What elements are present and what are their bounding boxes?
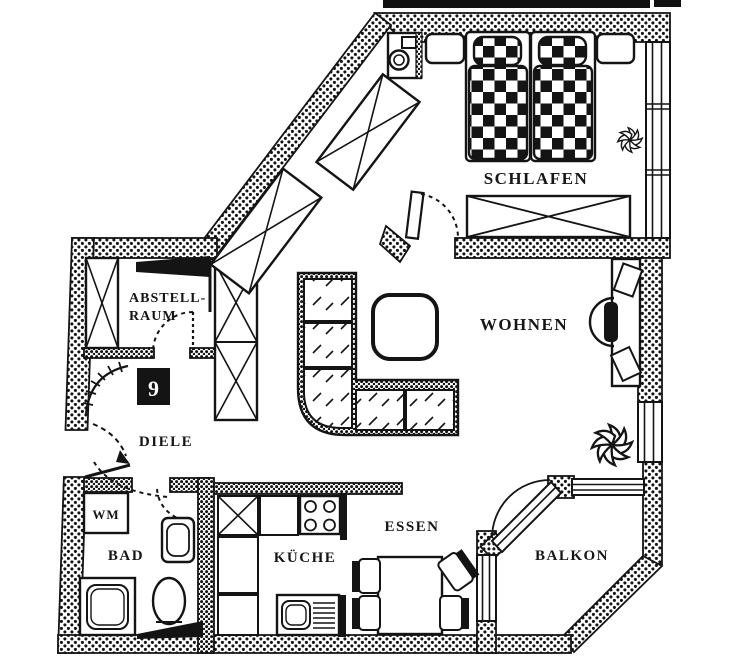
abstellraum-shelf (84, 256, 120, 350)
balcony-left-window (476, 554, 497, 622)
corner-dresser (386, 31, 423, 80)
bedroom-wardrobe (465, 194, 632, 239)
abstellraum-door (152, 311, 195, 352)
desk-chair-seat (604, 302, 618, 342)
kitchen-door-arc (156, 488, 185, 522)
bedroom-bottom-wall (454, 237, 671, 259)
desk (588, 257, 644, 388)
label-diele: DIELE (139, 434, 193, 450)
chair (437, 549, 480, 592)
balcony-right-wall (642, 461, 663, 565)
chair (439, 595, 469, 631)
label-wm: WM (92, 507, 119, 522)
sink-drainer (313, 602, 335, 629)
hall-closets (84, 72, 422, 422)
unit-number-badge: 9 (137, 368, 170, 405)
bed-left (464, 30, 532, 163)
living-right-wall (637, 257, 663, 403)
duvet (532, 64, 594, 161)
kitchen-counter-2 (217, 594, 259, 636)
label-abstellraum-2: RAUM (129, 309, 177, 324)
bed-right (529, 30, 597, 163)
bath-door-arc (93, 461, 169, 498)
bedroom-door-stub (378, 224, 412, 264)
balcony-door-arc (491, 479, 551, 539)
pillow (472, 35, 523, 67)
scan-edge-bar-2 (654, 0, 681, 7)
hall-closet-vertical (213, 261, 259, 422)
bedroom-furniture (386, 30, 644, 239)
label-balkon: BALKON (535, 548, 609, 564)
hall-closet-diagonal-upper (314, 72, 422, 192)
kitchen-dining-stub-top (340, 493, 347, 540)
bathroom-fixtures (78, 491, 203, 639)
label-wohnen: WOHNEN (480, 315, 568, 334)
label-essen: ESSEN (384, 519, 439, 535)
bottom-wall (57, 634, 478, 654)
kitchen-fixtures (217, 494, 342, 637)
desk-chair (588, 296, 615, 348)
living-window (637, 401, 663, 463)
kitchen-dining-stub-bottom (338, 595, 346, 637)
chair (352, 595, 381, 631)
stove (298, 494, 342, 536)
nightstand-right (595, 32, 636, 65)
doors (82, 190, 551, 539)
bedroom-door (404, 190, 460, 240)
bedroom-window (645, 41, 671, 239)
abstellraum-wedge (136, 256, 210, 277)
bath-threshold-wedge (137, 621, 203, 639)
plant-icon (616, 126, 644, 154)
coffee-table (371, 293, 439, 361)
label-schlafen: SCHLAFEN (484, 169, 589, 188)
washing-machine (82, 491, 130, 535)
abstellraum-bottom-wall (83, 347, 155, 359)
label-bad: BAD (108, 548, 144, 564)
sofa-cushions (303, 278, 455, 431)
hall-closet-diagonal-lower (208, 166, 324, 296)
duvet (467, 64, 529, 161)
living-furniture (296, 257, 644, 467)
dining-table (376, 555, 444, 636)
toilet (151, 576, 187, 626)
kitchen-tall-cabinet (217, 495, 259, 536)
entry-door-leaf (84, 463, 131, 479)
windows (476, 41, 671, 622)
bath-kitchen-partition (197, 477, 215, 654)
bath-top-wall-left (83, 477, 133, 493)
dining-furniture (352, 549, 480, 636)
entry-arrowhead (116, 450, 130, 464)
kitchen-sink (275, 593, 341, 637)
entry-door (82, 361, 131, 479)
kitchen-counter (217, 536, 259, 594)
kitchen-cabinet (259, 495, 299, 536)
interior-walls (83, 224, 412, 654)
scan-edge-bar (383, 0, 650, 8)
plant-icon (590, 423, 634, 467)
dining-balcony-window (571, 478, 645, 496)
nightstand-left (424, 32, 466, 65)
label-abstellraum-1: ABSTELL- (129, 291, 206, 306)
bath-sink (160, 516, 196, 564)
balcony-se-wall (558, 554, 664, 654)
unit-number: 9 (148, 376, 159, 401)
chair (352, 558, 381, 594)
room-labels: SCHLAFEN WOHNEN ABSTELL- RAUM DIELE BAD … (92, 169, 609, 566)
shower (78, 576, 137, 637)
balcony-left-wall-bottom (476, 620, 497, 654)
entry-path-arrow (92, 423, 127, 457)
kitchen-top-wall (213, 482, 403, 495)
pillow (537, 35, 588, 67)
label-kueche: KÜCHE (274, 549, 337, 566)
balcony-door-window (490, 480, 563, 554)
